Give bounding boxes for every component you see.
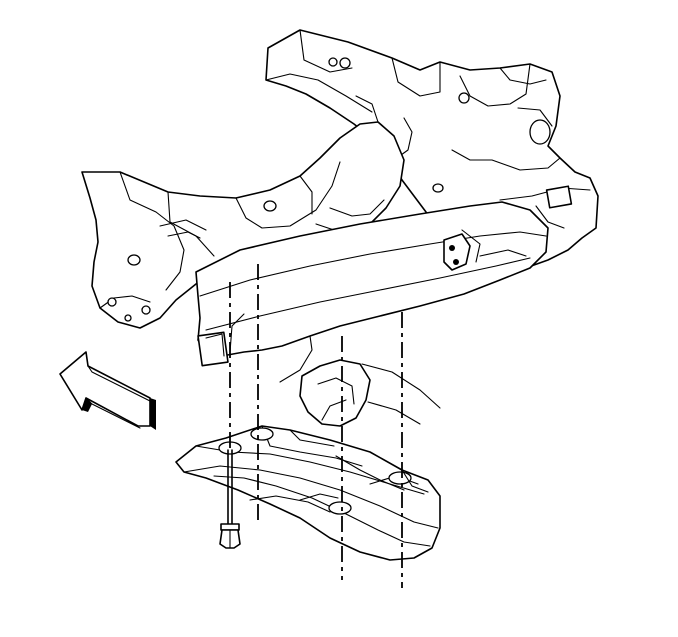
frame-lower-bracket xyxy=(299,359,371,427)
arrow-forward-icon xyxy=(59,351,156,430)
skid-plate xyxy=(175,425,441,561)
alignment-lines xyxy=(229,264,403,588)
skid-plate-body xyxy=(175,425,441,561)
frame-crossmember xyxy=(81,29,599,427)
bolt-icon xyxy=(219,449,241,549)
